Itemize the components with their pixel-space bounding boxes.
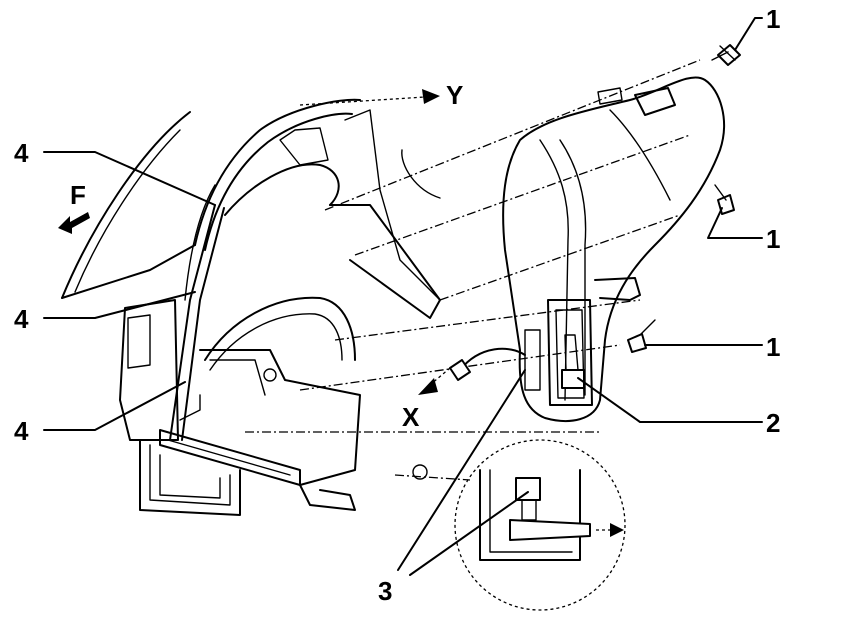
body-curve [401, 149, 441, 199]
cable-connector [449, 359, 471, 381]
left-trim-panel [119, 299, 179, 441]
detail-circle [454, 439, 626, 611]
arrow-x [418, 367, 451, 395]
clip-hole [263, 368, 277, 382]
callout-4-bottom: 4 [14, 416, 29, 446]
cable-assembly [449, 347, 526, 381]
detail-socket [515, 477, 541, 501]
direction-y-label: Y [446, 80, 463, 110]
d-pillar [194, 98, 361, 246]
callout-1-middle: 1 [766, 224, 780, 254]
upper-clip [634, 87, 676, 116]
screw-lower [627, 319, 656, 353]
screw-middle [714, 184, 735, 215]
callout-4-middle: 4 [14, 304, 29, 334]
trim-panel-body [502, 76, 726, 422]
body-hole [412, 464, 428, 480]
side-clip [594, 277, 641, 301]
detail-inset [454, 439, 626, 611]
bottom-bracket [299, 484, 356, 511]
alignment-lines [245, 59, 701, 481]
rear-window-edge [61, 111, 191, 299]
antenna-cable [459, 347, 526, 371]
arrow-forward-icon [58, 212, 90, 234]
callout-1-top: 1 [766, 4, 780, 34]
wheel-arch [204, 296, 356, 361]
upper-bracket [279, 127, 329, 166]
trim-pocket [547, 299, 593, 406]
arrow-y [299, 89, 440, 106]
callout-3: 3 [378, 576, 392, 606]
callout-1-lower: 1 [766, 332, 780, 362]
detail-plug [509, 519, 591, 541]
direction-x-label: X [402, 402, 420, 432]
callout-4-top: 4 [14, 138, 29, 168]
forward-label: F [70, 180, 86, 210]
leader-lines [43, 17, 763, 576]
callout-2: 2 [766, 408, 780, 438]
rear-trim-panel [502, 76, 726, 422]
